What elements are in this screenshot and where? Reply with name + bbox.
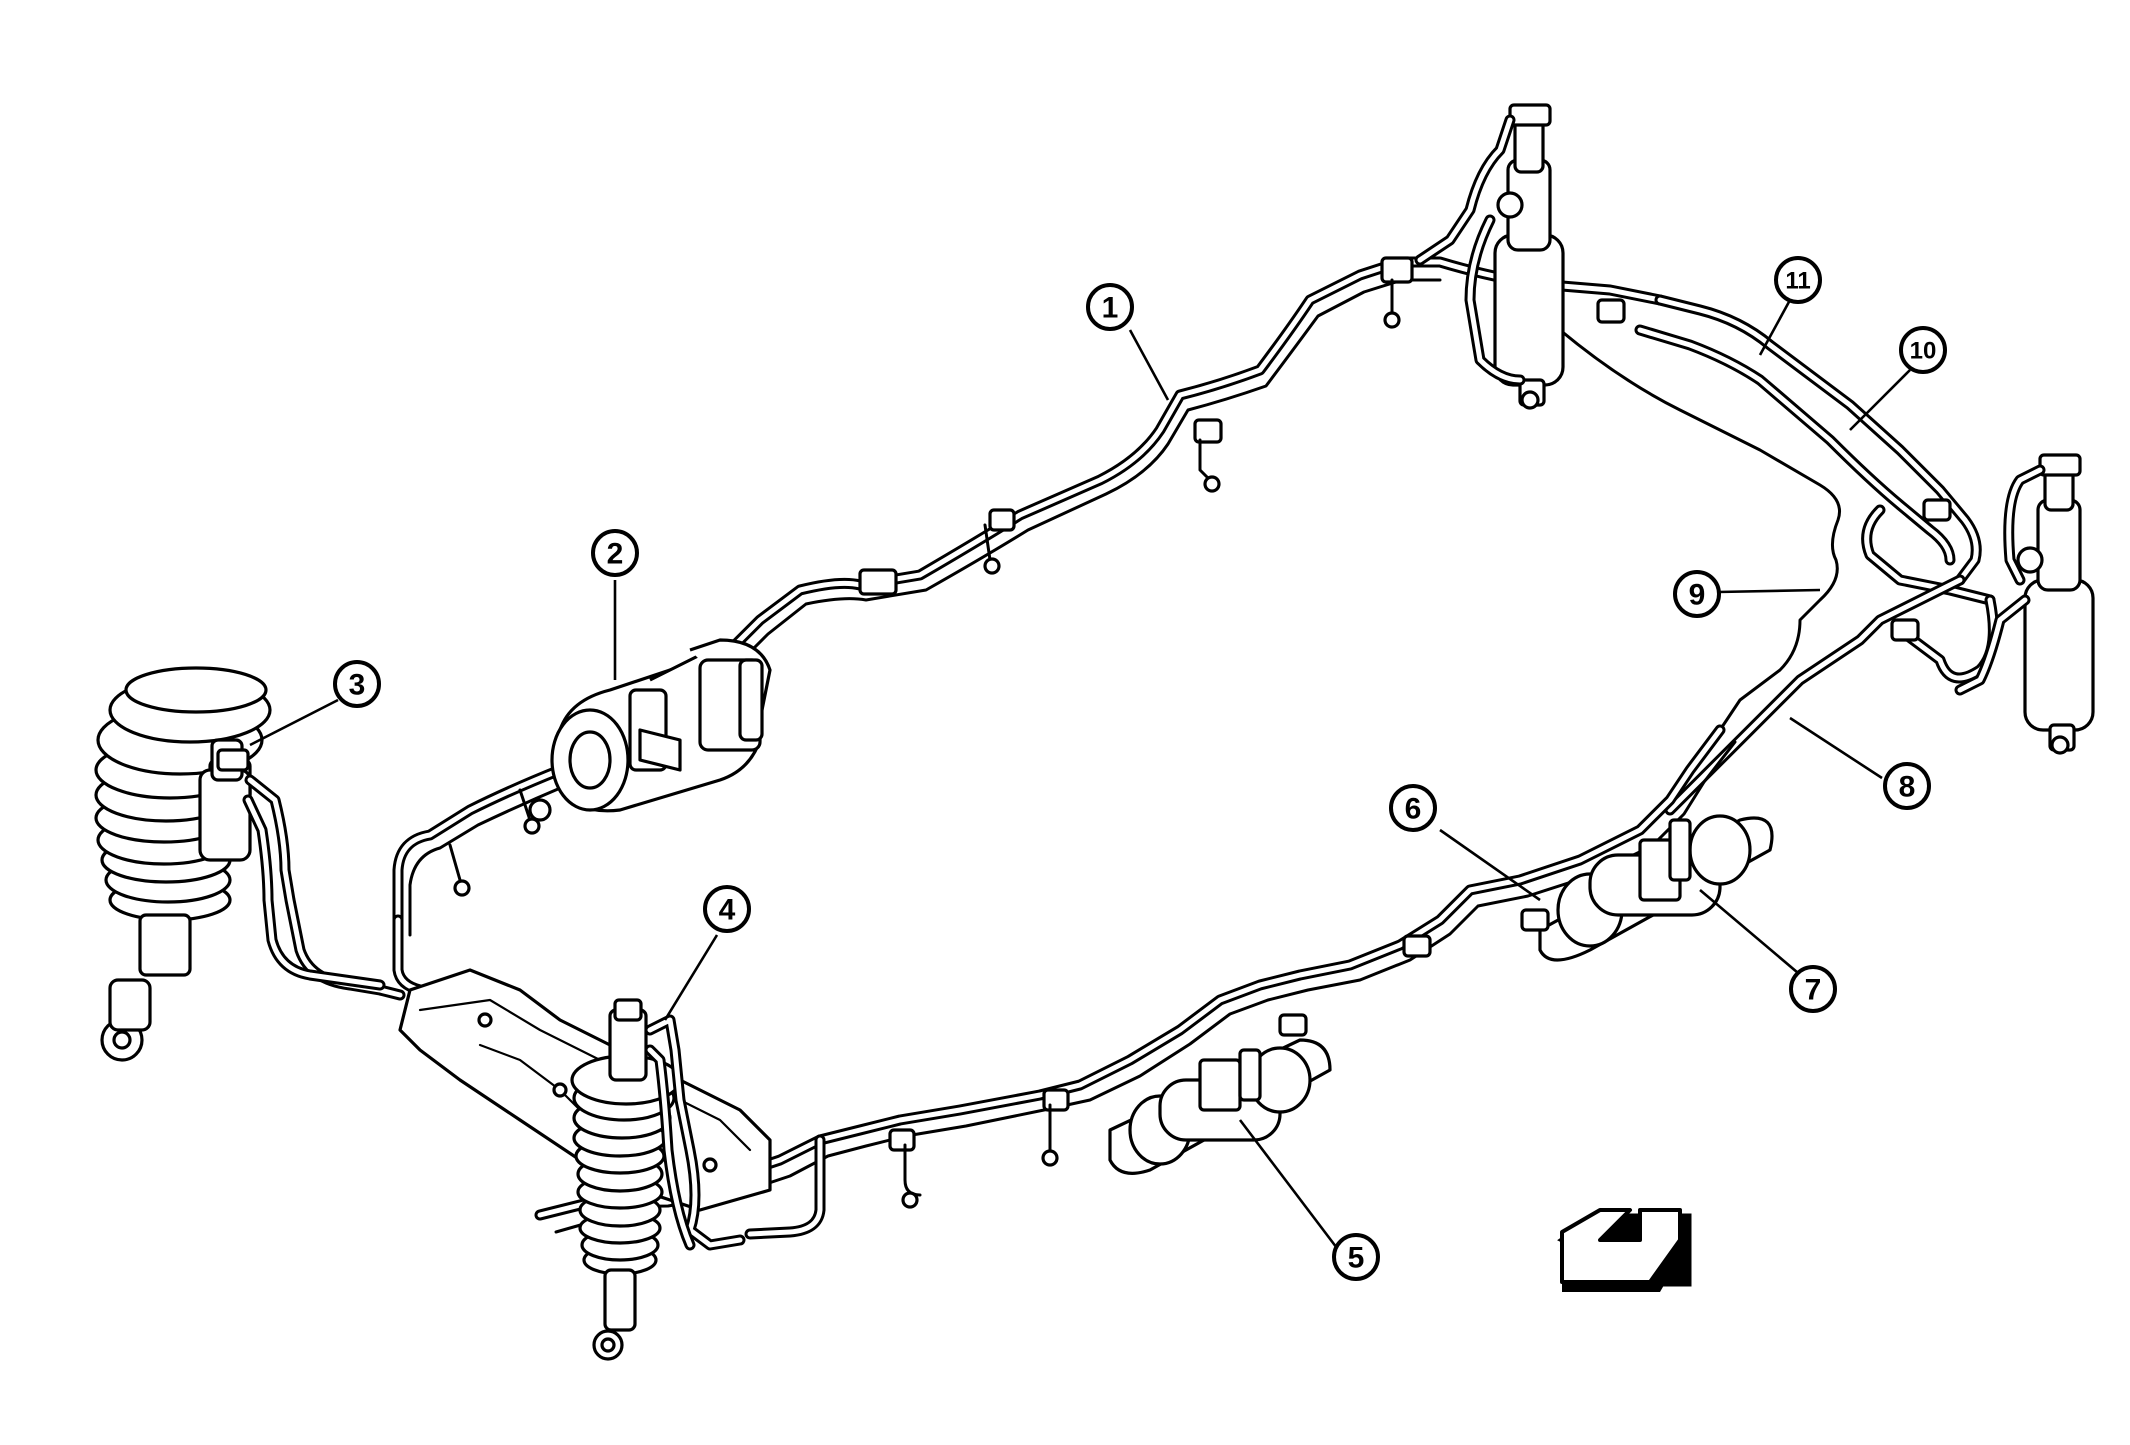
left-front-shock-absorber-head <box>198 738 252 862</box>
left-front-shock-absorber <box>94 666 272 1062</box>
callout-10: 10 <box>1899 326 1947 374</box>
callout-4: 4 <box>703 885 751 933</box>
callout-7: 7 <box>1789 965 1837 1013</box>
front-accumulator-valve <box>528 638 772 822</box>
callout-leaders <box>249 299 1911 1261</box>
rear-right-shock-absorber <box>2016 453 2095 755</box>
callout-4-label: 4 <box>719 894 736 927</box>
callout-6-label: 6 <box>1405 793 1422 826</box>
callout-11-label: 11 <box>1785 268 1810 295</box>
callout-1-label: 1 <box>1102 292 1119 325</box>
callout-2-label: 2 <box>607 538 624 571</box>
callout-10-label: 10 <box>1910 338 1937 365</box>
callout-9: 9 <box>1673 570 1721 618</box>
callout-1: 1 <box>1086 283 1134 331</box>
callout-3: 3 <box>333 660 381 708</box>
pipe-clips <box>448 256 1952 1209</box>
rear-left-shock-absorber <box>1493 103 1565 410</box>
callout-8-label: 8 <box>1899 771 1916 804</box>
callout-6: 6 <box>1389 784 1437 832</box>
left-center-shock-absorber <box>570 998 682 1361</box>
callout-2: 2 <box>591 529 639 577</box>
callout-5-label: 5 <box>1348 1242 1365 1275</box>
rear-left-accumulator <box>1108 1038 1332 1175</box>
callout-5: 5 <box>1332 1233 1380 1281</box>
callout-7-label: 7 <box>1805 974 1822 1007</box>
rear-right-accumulator <box>1538 814 1774 962</box>
front-direction-arrow-icon <box>1557 1208 1692 1292</box>
callout-3-label: 3 <box>349 669 366 702</box>
callout-8: 8 <box>1883 762 1931 810</box>
callout-11: 11 <box>1774 256 1822 304</box>
callout-9-label: 9 <box>1689 579 1706 612</box>
